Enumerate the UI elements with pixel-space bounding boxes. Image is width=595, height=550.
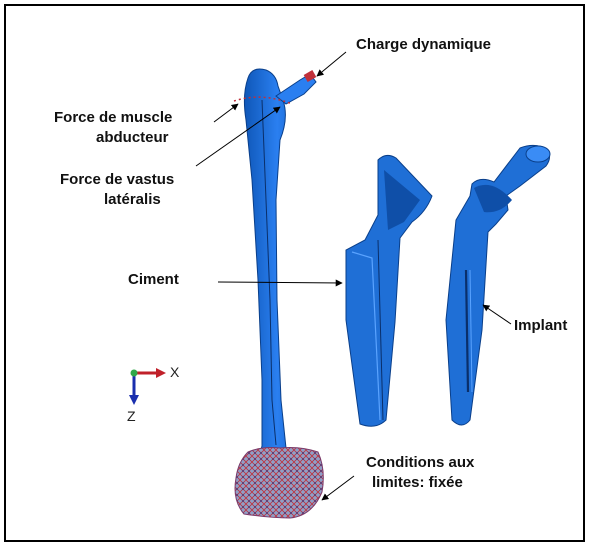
arrow-ciment	[218, 282, 342, 283]
label-vastus-line1: Force de vastus	[60, 170, 174, 190]
label-conditions-line1: Conditions aux	[366, 453, 474, 473]
axis-z-label: Z	[127, 408, 136, 424]
implant-model	[446, 145, 550, 425]
arrow-conditions	[322, 476, 354, 500]
label-charge: Charge dynamique	[356, 35, 491, 55]
arrow-charge	[317, 52, 346, 76]
fixed-condyles-mesh	[235, 448, 323, 519]
label-conditions-line2: limites: fixée	[372, 473, 463, 493]
label-implant: Implant	[514, 316, 567, 336]
axis-triad	[129, 368, 166, 405]
cement-model	[346, 155, 432, 426]
arrow-implant	[483, 305, 511, 324]
axis-x-label: X	[170, 364, 179, 380]
arrow-abducteur	[214, 104, 238, 122]
label-vastus-line2: latéralis	[104, 190, 161, 210]
label-abducteur-line1: Force de muscle	[54, 108, 172, 128]
femur-model	[234, 69, 323, 518]
label-abducteur-line2: abducteur	[96, 128, 169, 148]
label-ciment: Ciment	[128, 270, 179, 290]
